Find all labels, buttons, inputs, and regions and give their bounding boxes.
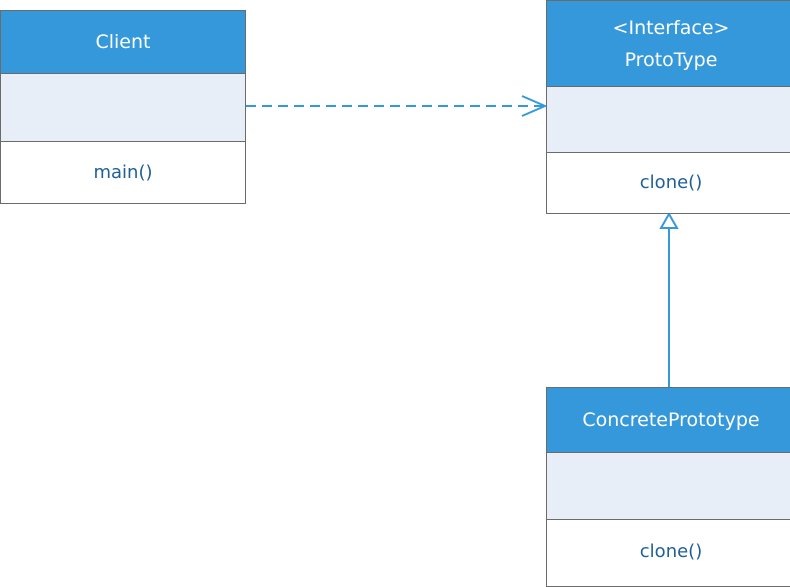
class-concrete-prototype-name: ConcretePrototype [582, 409, 760, 431]
class-prototype-name: ProtoType [624, 48, 718, 71]
class-client-method: main() [93, 161, 153, 183]
class-client-header: Client [1, 11, 245, 74]
class-concrete-prototype-method: clone() [639, 540, 703, 562]
class-client[interactable]: Client main() [0, 10, 246, 204]
class-prototype[interactable]: <Interface> ProtoType clone() [546, 0, 790, 214]
class-concrete-prototype[interactable]: ConcretePrototype clone() [546, 387, 790, 587]
class-prototype-stereotype: <Interface> [612, 16, 730, 39]
dependency-arrowhead [521, 95, 548, 117]
class-concrete-prototype-attributes [547, 453, 790, 520]
class-client-attributes [1, 74, 245, 142]
class-prototype-attributes [547, 87, 790, 153]
class-prototype-header: <Interface> ProtoType [547, 1, 790, 87]
class-prototype-methods: clone() [547, 153, 790, 212]
class-client-name: Client [95, 31, 151, 53]
class-prototype-method: clone() [639, 172, 703, 193]
class-concrete-prototype-methods: clone() [547, 520, 790, 582]
class-concrete-prototype-header: ConcretePrototype [547, 388, 790, 453]
realization-arrowhead [659, 211, 679, 229]
class-client-methods: main() [1, 142, 245, 202]
